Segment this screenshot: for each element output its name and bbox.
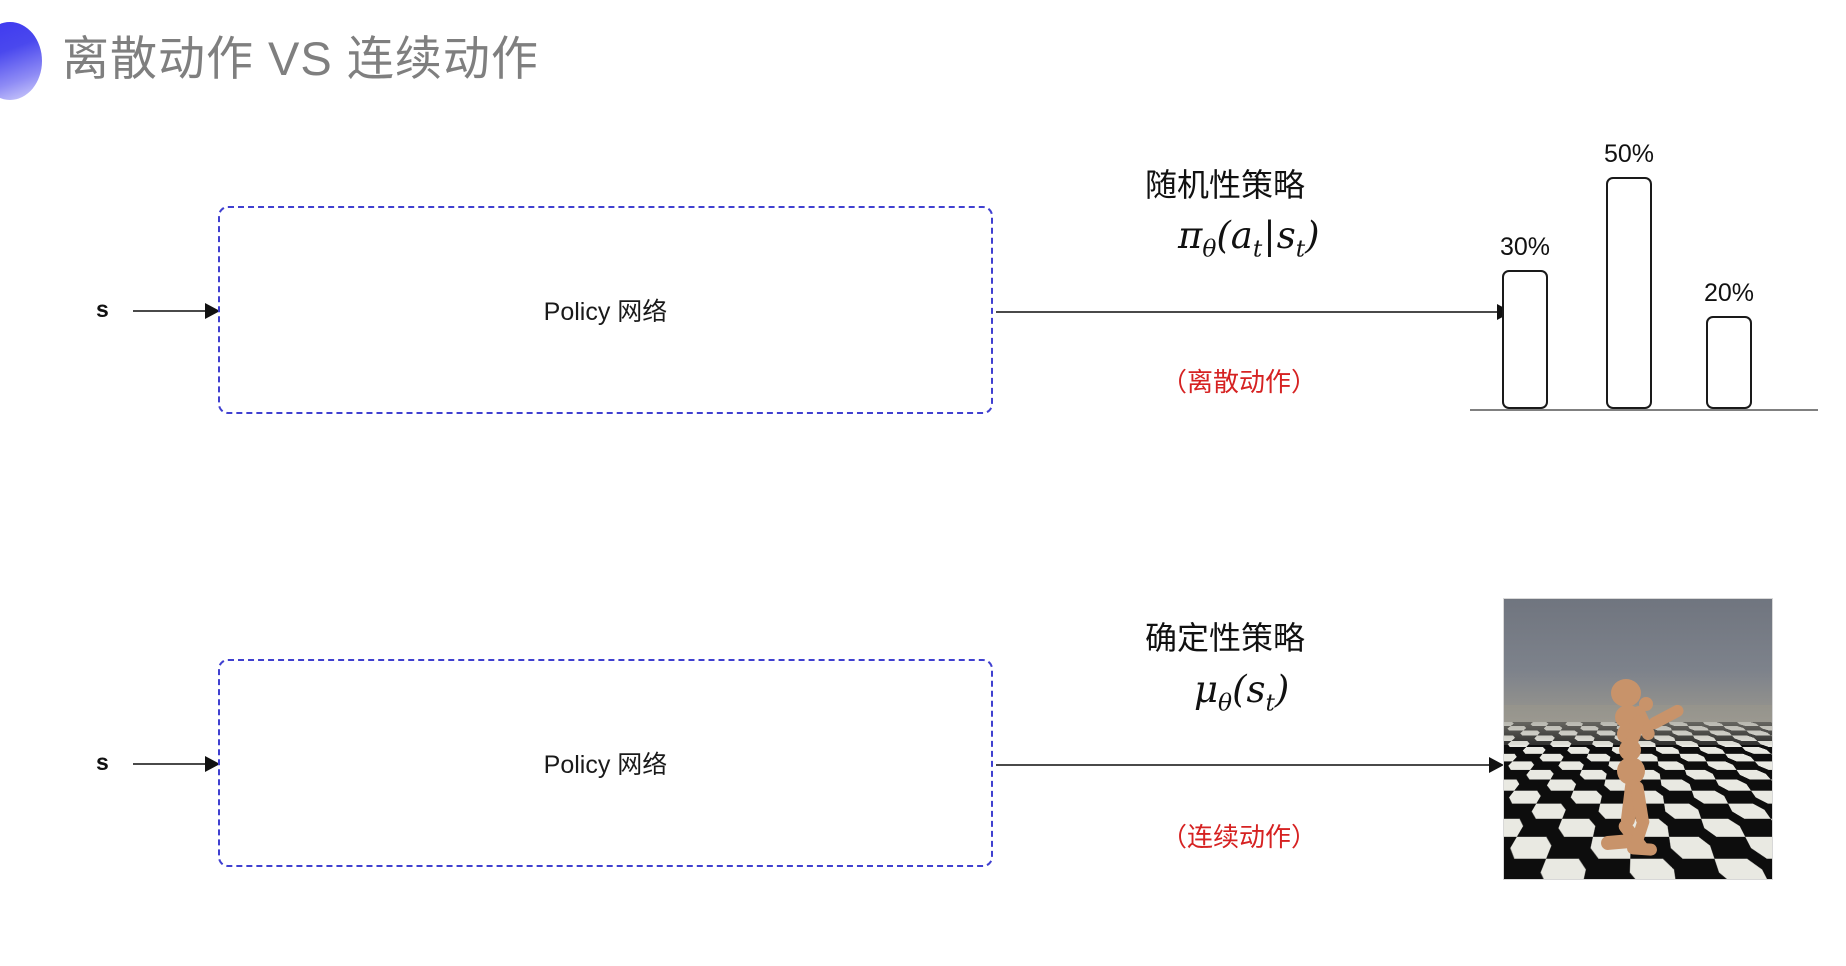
humanoid-simulation-image [1503, 598, 1773, 880]
bar-value-label: 50% [1604, 140, 1654, 169]
policy-network-label-discrete: Policy 网络 [220, 292, 991, 328]
policy-network-label-continuous: Policy 网络 [220, 745, 991, 781]
action-type-note-discrete: （离散动作） [1161, 362, 1317, 399]
formula-arg2-subscript: t [1296, 235, 1305, 262]
action-probability-bar-chart: 30% 上 50% 停 20% 下 [1460, 100, 1846, 440]
policy-formula-continuous: μθ(st) [1194, 668, 1289, 716]
bar-rect [1606, 177, 1652, 409]
formula-close-paren: ) [1305, 214, 1319, 257]
formula-head-subscript: θ [1218, 689, 1232, 716]
title-accent-circle-icon [0, 22, 42, 100]
bar-value-label: 20% [1704, 279, 1754, 308]
input-arrow-line-continuous [133, 763, 211, 765]
chart-baseline-axis [1470, 409, 1818, 411]
humanoid-figure [1583, 675, 1703, 865]
formula-arg2: s [1277, 214, 1296, 257]
input-arrow-line-discrete [133, 310, 211, 312]
formula-arg1-subscript: t [1266, 689, 1275, 716]
bar-value-label: 30% [1500, 233, 1550, 262]
formula-open-paren: ( [1216, 214, 1230, 257]
humanoid-right-foot [1627, 842, 1658, 856]
bar-rect [1502, 270, 1548, 409]
policy-type-label-discrete: 随机性策略 [1145, 160, 1305, 206]
action-type-note-continuous: （连续动作） [1161, 817, 1317, 854]
state-input-label-continuous: s [96, 749, 109, 776]
formula-conditional-bar: | [1262, 214, 1276, 257]
policy-network-box-continuous[interactable]: Policy 网络 [218, 659, 993, 867]
output-arrow-line-continuous [996, 764, 1496, 766]
policy-network-box-discrete[interactable]: Policy 网络 [218, 206, 993, 414]
policy-type-label-continuous: 确定性策略 [1145, 613, 1305, 659]
humanoid-head [1611, 679, 1641, 707]
state-input-label-discrete: s [96, 296, 109, 323]
formula-head-symbol: π [1178, 214, 1202, 257]
formula-arg1: s [1247, 668, 1266, 711]
formula-head-symbol: μ [1194, 668, 1218, 711]
formula-open-paren: ( [1232, 668, 1246, 711]
formula-head-subscript: θ [1202, 235, 1216, 262]
formula-arg1-subscript: t [1253, 235, 1262, 262]
output-arrow-line-discrete [996, 311, 1504, 313]
formula-arg1: a [1231, 214, 1253, 257]
output-arrow-head-continuous [1489, 757, 1504, 773]
formula-close-paren: ) [1275, 668, 1289, 711]
policy-formula-discrete: πθ(at|st) [1178, 214, 1320, 262]
page-title: 离散动作 VS 连续动作 [62, 24, 539, 94]
bar-rect [1706, 316, 1752, 409]
